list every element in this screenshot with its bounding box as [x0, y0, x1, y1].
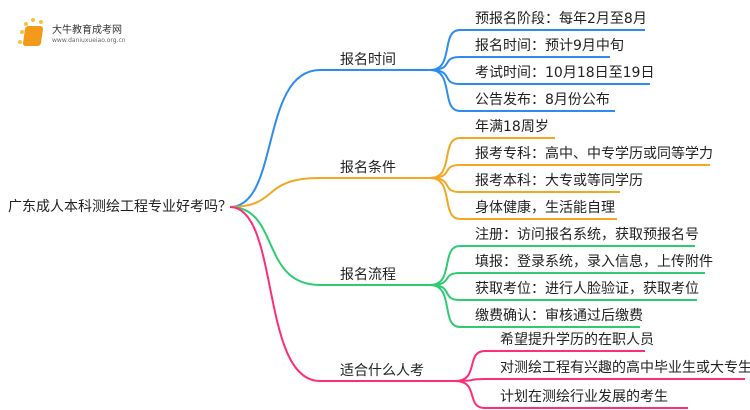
leaf-connector	[429, 245, 695, 286]
branch-connector	[229, 177, 430, 208]
leaf-node: 身体健康，生活能自理	[475, 200, 615, 216]
leaf-node: 填报：登录系统，录入信息，上传附件	[475, 254, 713, 270]
leaf-connector	[454, 380, 688, 409]
leaf-connector	[429, 137, 555, 179]
leaf-connector	[429, 284, 640, 328]
branch-node: 报名时间	[340, 52, 396, 68]
branch-connector	[229, 206, 430, 286]
logo-url: www.daniuxueiao.org.cn	[52, 37, 126, 44]
leaf-node: 预报名阶段：每年2月至8月	[475, 11, 647, 27]
leaf-node: 对测绘工程有兴趣的高中毕业生或大专生	[500, 360, 750, 376]
branch-node: 报名流程	[340, 267, 396, 283]
leaf-node: 公告发布：8月份公布	[475, 92, 610, 108]
leaf-node: 报名时间：预计9月中旬	[475, 38, 624, 54]
leaf-node: 计划在测绘行业发展的考生	[500, 389, 668, 405]
leaf-node: 年满18周岁	[475, 119, 549, 135]
branch-node: 报名条件	[340, 160, 396, 176]
logo: 大牛教育成考网 www.daniuxueiao.org.cn	[18, 18, 138, 48]
branch-connector	[229, 69, 430, 208]
leaf-connector	[429, 29, 645, 71]
leaf-node: 考试时间：10月18日至19日	[475, 65, 655, 81]
leaf-node: 报考专科：高中、中专学历或同等学力	[475, 146, 713, 162]
leaf-connector	[454, 378, 745, 382]
leaf-connector	[429, 69, 615, 112]
leaf-node: 获取考位：进行人脸验证，获取考位	[475, 281, 699, 297]
logo-name: 大牛教育成考网	[52, 25, 122, 36]
leaf-node: 希望提升学历的在职人员	[500, 332, 654, 348]
root-node: 广东成人本科测绘工程专业好考吗？	[8, 199, 232, 215]
branch-node: 适合什么人考	[340, 363, 424, 379]
leaf-node: 缴费确认：审核通过后缴费	[475, 308, 643, 324]
leaf-node: 注册：访问报名系统，获取预报名号	[475, 227, 699, 243]
leaf-connector	[429, 177, 617, 220]
branch-connector	[229, 206, 455, 382]
leaf-node: 报考本科：大专或等同学历	[475, 173, 643, 189]
